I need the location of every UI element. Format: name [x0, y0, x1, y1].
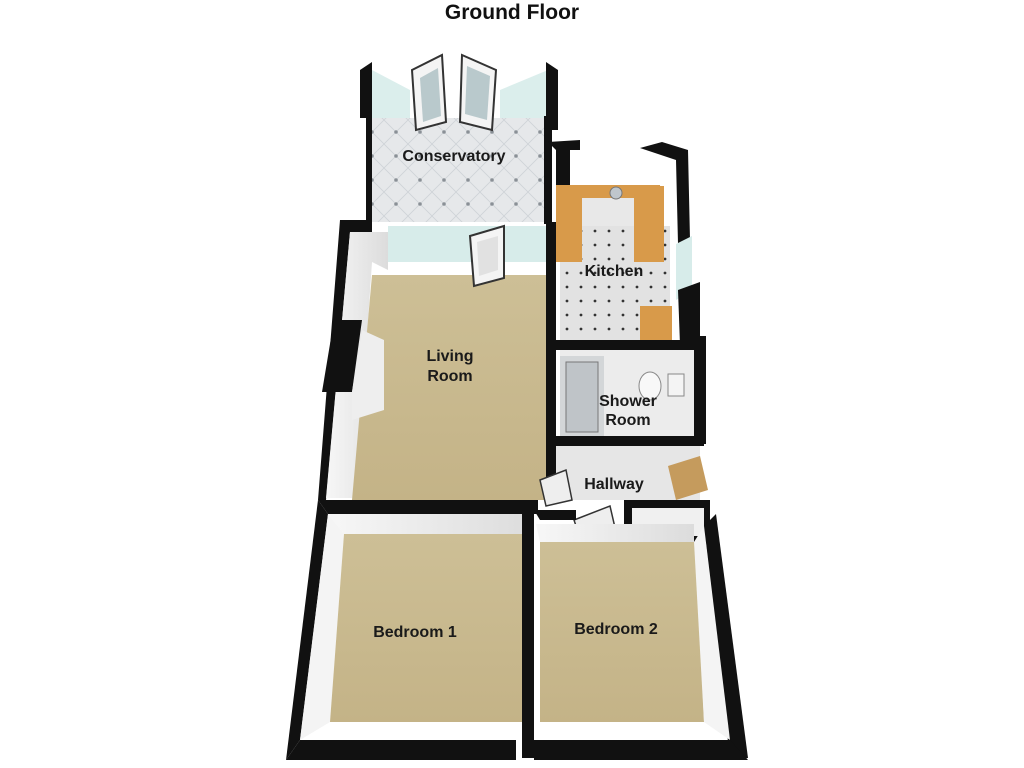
conservatory-room: [360, 53, 558, 224]
hallway-label: Hallway: [584, 476, 644, 493]
bedroom-2: [534, 510, 748, 760]
bedroom-1-label: Bedroom 1: [373, 624, 457, 641]
kitchen-room: [548, 140, 700, 345]
shower-room: [556, 336, 706, 446]
living-room-label-line1: Living: [426, 348, 473, 365]
conservatory-label: Conservatory: [402, 148, 505, 165]
bedroom-2-label: Bedroom 2: [574, 621, 658, 638]
living-room-label-line2: Room: [427, 368, 472, 385]
page-title: Ground Floor: [444, 1, 580, 24]
living-room: [318, 220, 556, 500]
bedroom-1: [286, 500, 538, 760]
kitchen-label: Kitchen: [585, 263, 644, 280]
shower-room-label-line1: Shower: [599, 393, 657, 410]
shower-room-label-line2: Room: [605, 412, 650, 429]
